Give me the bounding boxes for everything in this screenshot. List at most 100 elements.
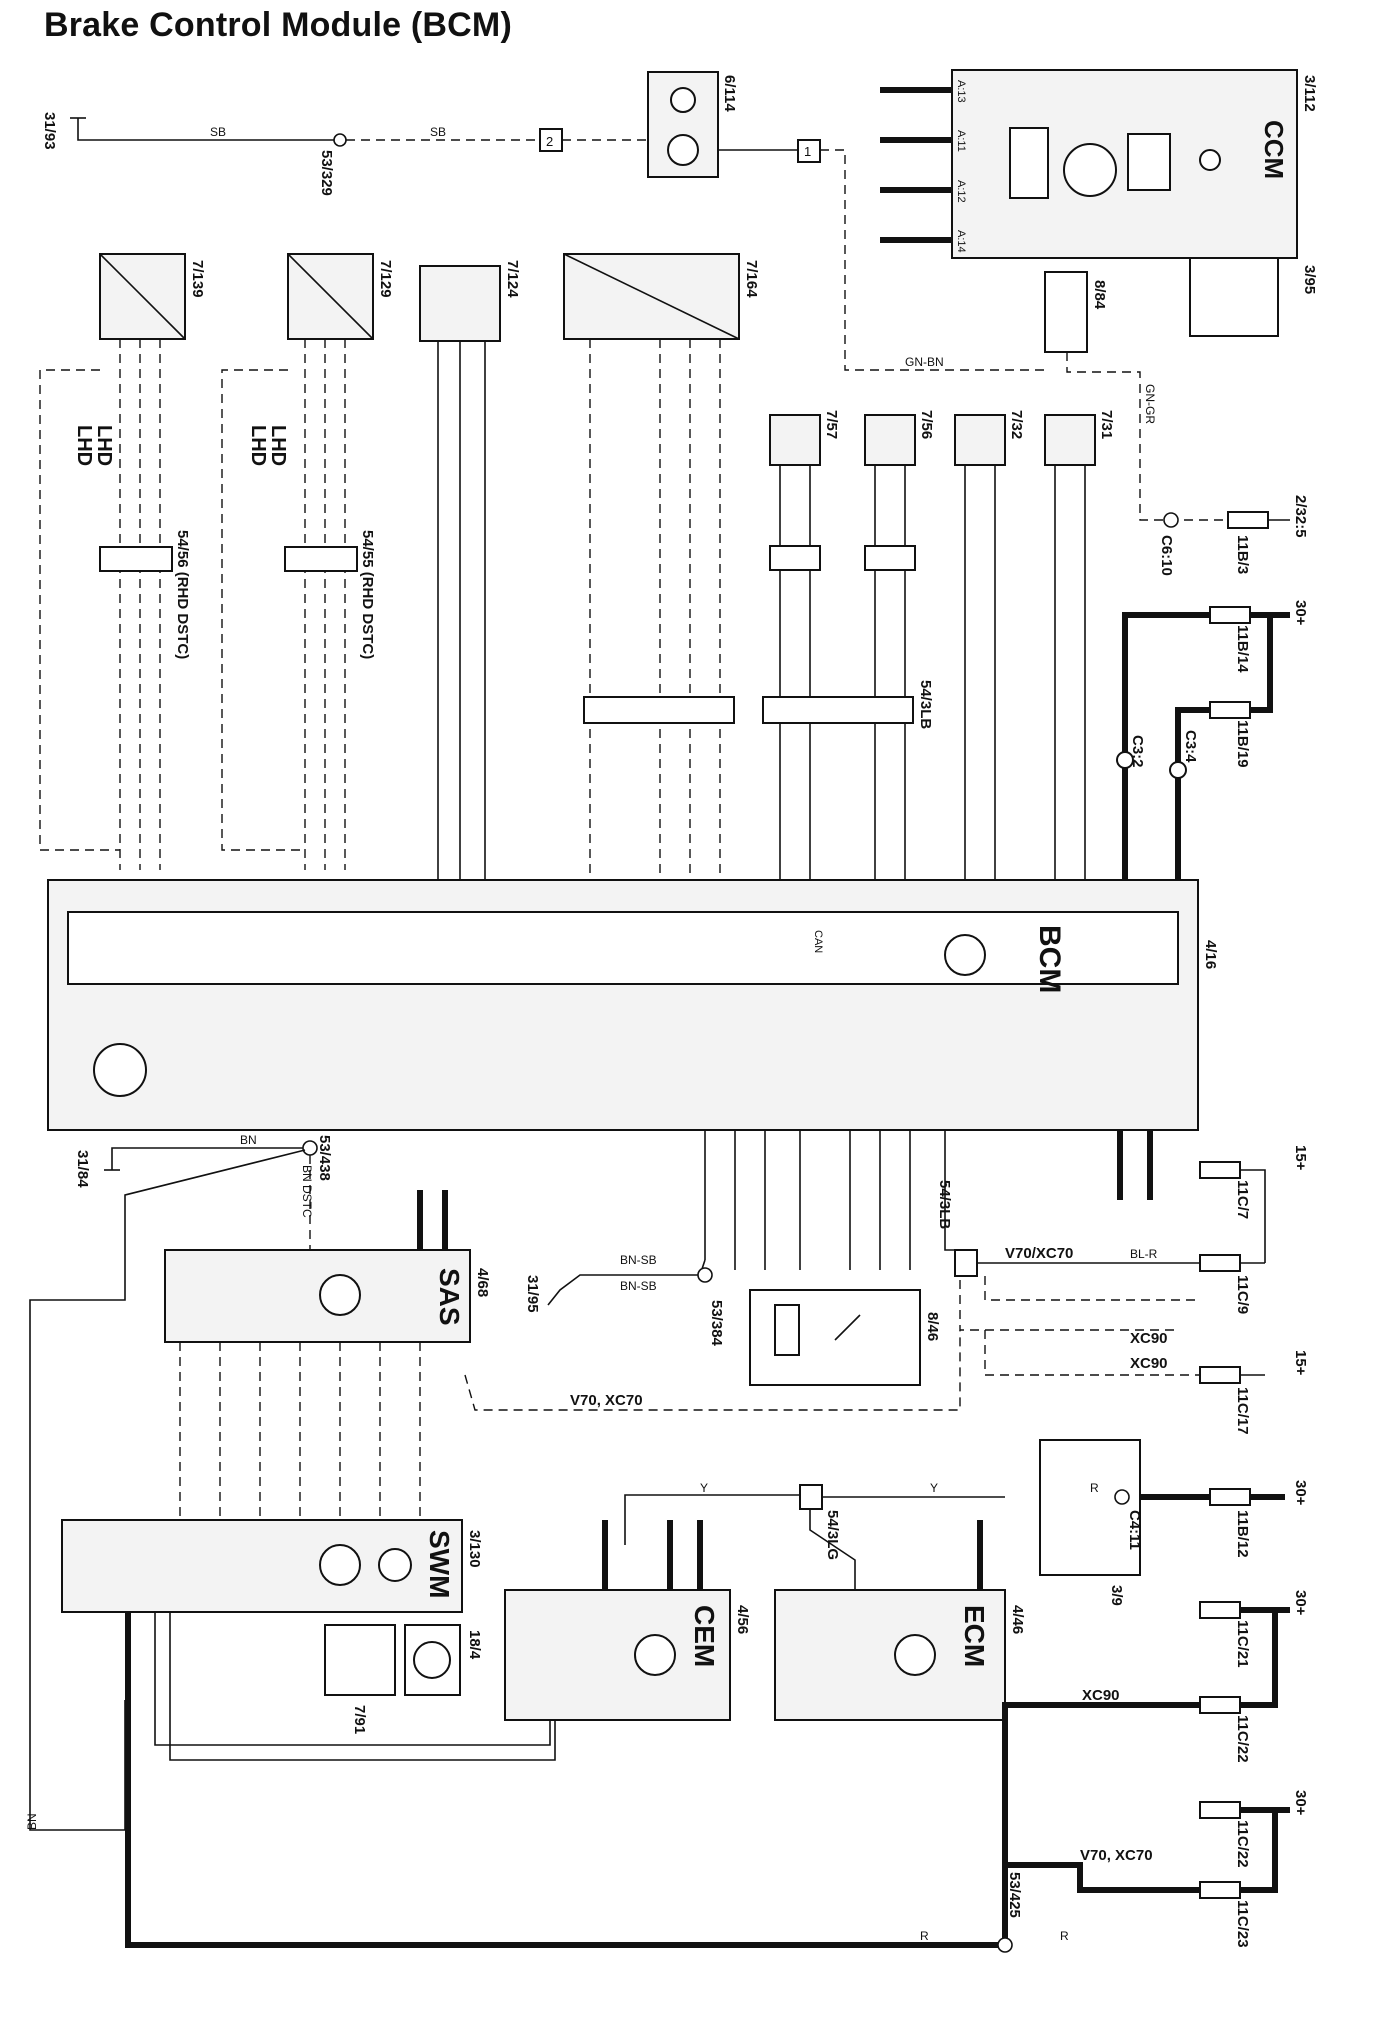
label-y-1: Y bbox=[700, 1481, 708, 1495]
label-y-2: Y bbox=[930, 1481, 938, 1495]
sas-module bbox=[164, 1190, 471, 1343]
label-sb-1: SB bbox=[210, 125, 226, 139]
label-c610: C6:10 bbox=[1158, 535, 1175, 576]
label-gn-bn: GN-BN bbox=[905, 355, 944, 369]
label-pin-1: 1 bbox=[804, 144, 811, 159]
label-3184: 31/84 bbox=[74, 1150, 91, 1188]
label-15-a: 15+ bbox=[1292, 1145, 1309, 1171]
label-cem: CEM bbox=[689, 1605, 720, 1667]
label-757: 7/57 bbox=[823, 410, 840, 439]
label-lhd-4: LHD bbox=[247, 425, 269, 466]
label-884: 8/84 bbox=[1091, 280, 1108, 310]
diagram-labels: 31/93 SB SB 53/329 6/114 2 1 CCM 3/112 3… bbox=[25, 75, 1318, 1948]
label-pin-2: 2 bbox=[546, 134, 553, 149]
label-30-b: 30+ bbox=[1292, 1480, 1309, 1506]
label-bn-2: BN bbox=[25, 1813, 39, 1830]
label-a11: A:11 bbox=[955, 130, 967, 152]
label-gn-gr: GN-GR bbox=[1143, 384, 1157, 424]
label-11c9: 11C/9 bbox=[1234, 1275, 1251, 1314]
label-11b3: 11B/3 bbox=[1234, 535, 1251, 574]
label-bl-r: BL-R bbox=[1130, 1247, 1158, 1261]
label-a12: A:12 bbox=[955, 180, 967, 203]
label-15-b: 15+ bbox=[1292, 1350, 1309, 1376]
brake-switch-846 bbox=[749, 1289, 921, 1386]
label-39: 3/9 bbox=[1108, 1585, 1125, 1606]
label-xc90-a: XC90 bbox=[1130, 1330, 1168, 1347]
label-7124: 7/124 bbox=[504, 260, 521, 298]
label-53329: 53/329 bbox=[318, 150, 335, 196]
power-feeds bbox=[1116, 606, 1290, 880]
label-bn-sb-2: BN-SB bbox=[620, 1279, 657, 1293]
label-543lb-2: 54/3LB bbox=[936, 1180, 953, 1229]
label-11c22-b: 11C/22 bbox=[1234, 1820, 1251, 1868]
label-can: CAN bbox=[812, 930, 824, 953]
bcm-module bbox=[47, 879, 1199, 1131]
label-r-1: R bbox=[1090, 1481, 1099, 1495]
label-lhd-1: LHD bbox=[93, 425, 115, 466]
label-11c21: 11C/21 bbox=[1234, 1620, 1251, 1668]
label-xc90-c: XC90 bbox=[1082, 1687, 1120, 1704]
label-446: 4/46 bbox=[1009, 1605, 1026, 1634]
pressure-switch-884 bbox=[1044, 271, 1290, 529]
relay-39 bbox=[1039, 1439, 1285, 1576]
label-7164: 7/164 bbox=[743, 260, 760, 298]
bcm-lower-harness bbox=[547, 1130, 1153, 1306]
label-11b12: 11B/12 bbox=[1234, 1510, 1251, 1558]
label-731: 7/31 bbox=[1098, 410, 1115, 439]
label-11c23: 11C/23 bbox=[1234, 1900, 1251, 1948]
dashed-harness-left bbox=[39, 339, 721, 880]
label-bn-1: BN bbox=[240, 1133, 257, 1147]
label-543lb: 54/3LB bbox=[917, 680, 934, 729]
fuse-11c bbox=[954, 1161, 1266, 1384]
label-11c22-a: 11C/22 bbox=[1234, 1715, 1251, 1763]
top-supply-circuit bbox=[70, 71, 1050, 371]
wheel-speed-sensors bbox=[769, 414, 1096, 880]
label-2325: 2/32:5 bbox=[1292, 495, 1309, 538]
label-456: 4/56 bbox=[734, 1605, 751, 1634]
label-bcm: BCM bbox=[1033, 925, 1066, 993]
label-v70-xc70-a: V70/XC70 bbox=[1005, 1245, 1073, 1262]
label-756: 7/56 bbox=[918, 410, 935, 439]
label-v70-xc70-b: V70, XC70 bbox=[570, 1392, 643, 1409]
label-184: 18/4 bbox=[466, 1630, 483, 1660]
label-xc90-b: XC90 bbox=[1130, 1355, 1168, 1372]
label-3112: 3/112 bbox=[1301, 75, 1318, 112]
label-3130: 3/130 bbox=[466, 1530, 483, 1568]
label-11b14: 11B/14 bbox=[1234, 625, 1251, 673]
label-30-d: 30+ bbox=[1292, 1790, 1309, 1816]
label-3195: 31/95 bbox=[524, 1275, 541, 1313]
label-395: 3/95 bbox=[1301, 265, 1318, 294]
label-c34: C3:4 bbox=[1182, 730, 1199, 763]
label-11c7: 11C/7 bbox=[1234, 1180, 1251, 1219]
label-lhd-2: LHD bbox=[73, 425, 95, 466]
label-a14: A:14 bbox=[955, 230, 967, 253]
page-title: Brake Control Module (BCM) bbox=[44, 6, 512, 44]
label-v70-xc70-c: V70, XC70 bbox=[1080, 1847, 1153, 1864]
label-53425: 53/425 bbox=[1006, 1872, 1023, 1918]
label-r-3: R bbox=[1060, 1929, 1069, 1943]
label-468: 4/68 bbox=[474, 1268, 491, 1297]
label-30-a: 30+ bbox=[1292, 600, 1309, 626]
label-a13: A:13 bbox=[955, 80, 967, 103]
label-bn-sb-1: BN-SB bbox=[620, 1253, 657, 1267]
bottom-power-loop bbox=[125, 1601, 1290, 1953]
label-sas: SAS bbox=[434, 1268, 465, 1326]
label-791: 7/91 bbox=[351, 1705, 368, 1734]
label-sb-2: SB bbox=[430, 125, 446, 139]
label-bn-dstc: BN DSTC bbox=[300, 1165, 314, 1218]
ccm-module bbox=[880, 69, 1298, 337]
label-5456: 54/56 (RHD DSTC) bbox=[174, 530, 191, 659]
label-ccm: CCM bbox=[1259, 120, 1289, 179]
cem-ecm-circuit bbox=[154, 1484, 1006, 1761]
label-30-c: 30+ bbox=[1292, 1590, 1309, 1616]
label-53384: 53/384 bbox=[708, 1300, 725, 1347]
label-c32: C3:2 bbox=[1129, 735, 1146, 768]
label-6114: 6/114 bbox=[721, 75, 738, 112]
label-416: 4/16 bbox=[1202, 940, 1219, 969]
label-7129: 7/129 bbox=[377, 260, 394, 298]
sas-dashed-link bbox=[179, 1330, 961, 1520]
label-r-2: R bbox=[920, 1929, 929, 1943]
label-lhd-3: LHD bbox=[267, 425, 289, 466]
label-c411: C4:11 bbox=[1126, 1510, 1143, 1550]
